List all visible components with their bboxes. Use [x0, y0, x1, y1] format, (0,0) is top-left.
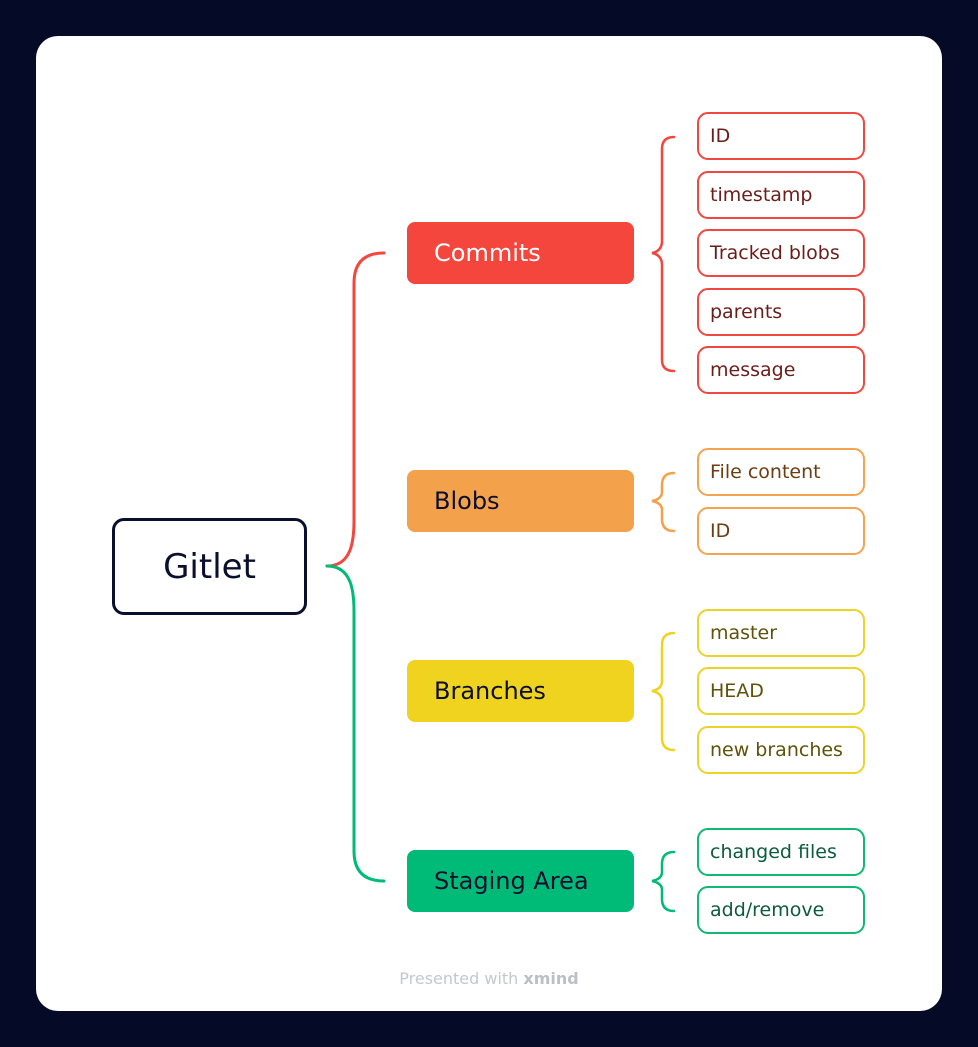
subtopic-branches-new-branches[interactable]: new branches: [697, 726, 865, 774]
subtopic-branches-master[interactable]: master: [697, 609, 865, 657]
topic-branches-label: Branches: [434, 677, 546, 705]
subtopic-label: File content: [710, 461, 821, 483]
xmind-logo: xmind: [523, 969, 579, 988]
subtopic-label: add/remove: [710, 899, 825, 921]
topic-staging-area[interactable]: Staging Area: [407, 850, 634, 912]
subtopic-label: Tracked blobs: [710, 242, 840, 264]
subtopic-label: HEAD: [710, 680, 764, 702]
topic-staging-area-label: Staging Area: [434, 867, 589, 895]
subtopic-blobs-file-content[interactable]: File content: [697, 448, 865, 496]
subtopic-label: changed files: [710, 841, 837, 863]
subtopic-label: message: [710, 359, 796, 381]
subtopic-label: new branches: [710, 739, 843, 761]
topic-blobs[interactable]: Blobs: [407, 470, 634, 532]
footer-attribution: Presented with xmind: [0, 969, 978, 988]
topic-blobs-label: Blobs: [434, 487, 500, 515]
subtopic-commits-timestamp[interactable]: timestamp: [697, 171, 865, 219]
subtopic-label: parents: [710, 301, 783, 323]
topic-commits-label: Commits: [434, 239, 541, 267]
subtopic-commits-tracked-blobs[interactable]: Tracked blobs: [697, 229, 865, 277]
root-node-gitlet[interactable]: Gitlet: [112, 518, 307, 615]
subtopic-label: ID: [710, 125, 731, 147]
subtopic-blobs-id[interactable]: ID: [697, 507, 865, 555]
subtopic-commits-id[interactable]: ID: [697, 112, 865, 160]
subtopic-label: ID: [710, 520, 731, 542]
footer-prefix: Presented with: [399, 969, 519, 988]
topic-commits[interactable]: Commits: [407, 222, 634, 284]
root-node-label: Gitlet: [163, 546, 256, 587]
subtopic-commits-parents[interactable]: parents: [697, 288, 865, 336]
subtopic-staging-changed-files[interactable]: changed files: [697, 828, 865, 876]
subtopic-label: master: [710, 622, 778, 644]
subtopic-staging-add-remove[interactable]: add/remove: [697, 886, 865, 934]
subtopic-branches-head[interactable]: HEAD: [697, 667, 865, 715]
subtopic-commits-message[interactable]: message: [697, 346, 865, 394]
subtopic-label: timestamp: [710, 184, 813, 206]
topic-branches[interactable]: Branches: [407, 660, 634, 722]
